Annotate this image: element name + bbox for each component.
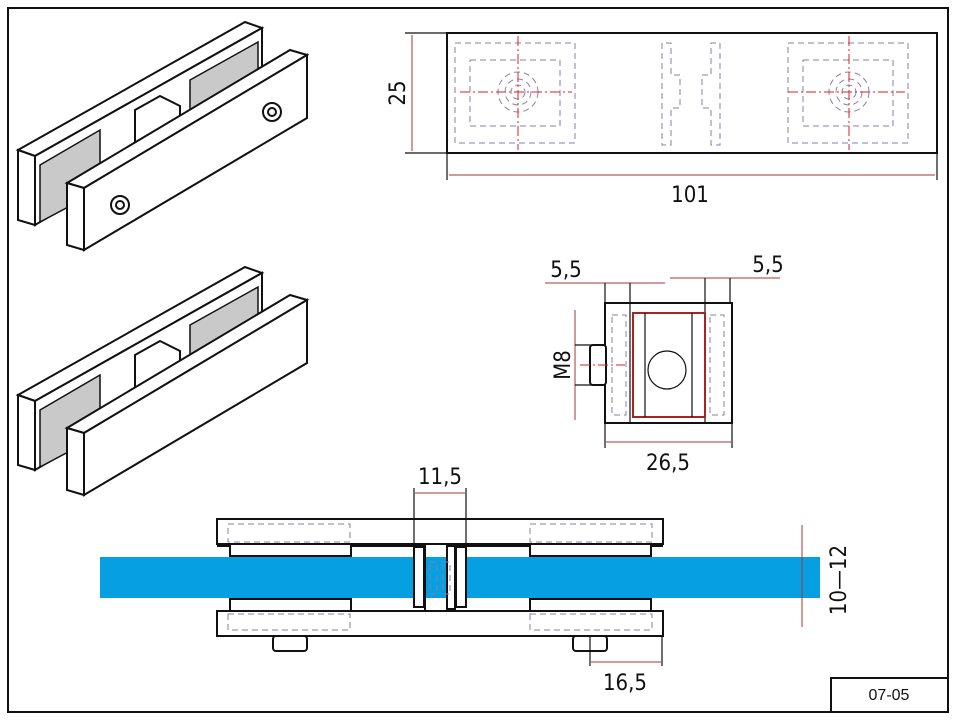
- side-view: 5,5 5,5 M8 26,5: [545, 253, 784, 476]
- isometric-view-with-screws: [15, 20, 310, 252]
- top-view: 101 25: [386, 32, 938, 208]
- height-dimension-25: 25: [386, 80, 411, 105]
- title-block: 07-05: [830, 677, 949, 713]
- glass-thickness-dimension: 10—12: [827, 545, 852, 615]
- gap-dimension-11-5: 11,5: [418, 465, 462, 490]
- left-offset-dimension: 5,5: [550, 258, 581, 283]
- right-offset-dimension: 5,5: [752, 253, 783, 278]
- width-dimension-26-5: 26,5: [646, 451, 690, 476]
- bolt-offset-dimension-16-5: 16,5: [603, 671, 647, 696]
- thread-dimension-m8: M8: [551, 350, 576, 380]
- drawing-code: 07-05: [869, 687, 910, 704]
- front-view: 11,5 16,5 10—12: [100, 465, 852, 696]
- drawing-frame: [7, 7, 949, 713]
- bolt-icon: [272, 635, 308, 652]
- width-dimension-101: 101: [671, 183, 709, 208]
- isometric-view-plain: [15, 265, 310, 497]
